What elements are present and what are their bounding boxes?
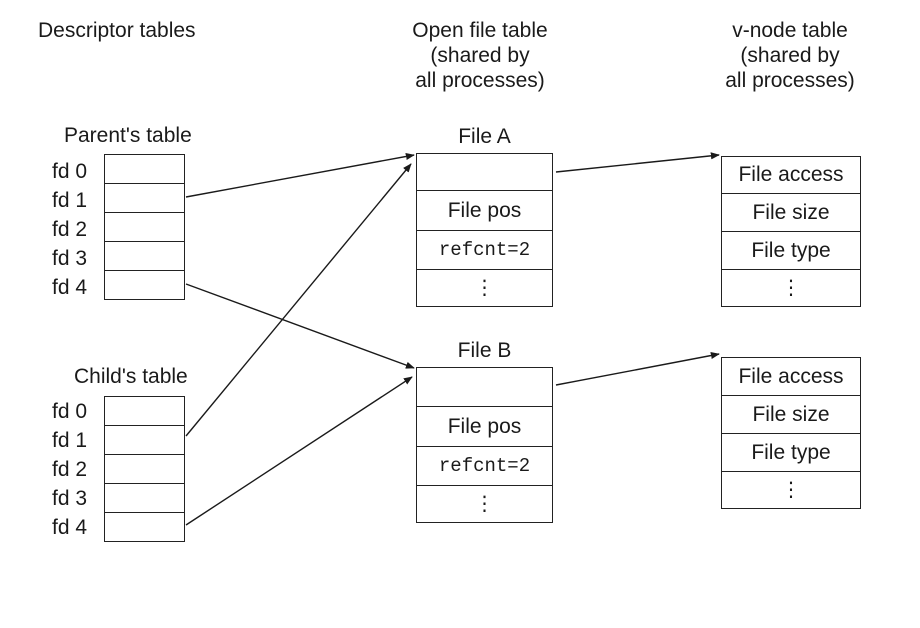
open-file-table-heading: Open file table (shared by all processes… [370,18,590,93]
vnode-b-access-label: File access [738,364,844,388]
vnode-heading-line-3: all processes) [725,69,855,92]
vnode-b-type-cell: File type [721,433,861,472]
vnode-a-type-cell: File type [721,231,861,270]
open-file-heading-line-3: all processes) [415,69,545,92]
file-b-ellipsis: ⋮ [474,493,495,515]
child-fd-1-label: fd 1 [52,429,88,452]
child-fd-0-label: fd 0 [52,400,88,423]
file-b-more-cell: ⋮ [416,485,553,523]
open-file-heading-line-1: Open file table [412,19,548,42]
vnode-heading-line-2: (shared by [740,44,840,67]
vnode-table-heading: v-node table (shared by all processes) [680,18,900,93]
vnode-b-size-label: File size [752,402,830,426]
parent-table-title: Parent's table [64,124,192,147]
arrow-file-a-to-vnode-a [555,152,720,173]
arrow-child-fd4-to-file-b [185,376,413,526]
file-a-more-cell: ⋮ [416,269,553,307]
file-b-refcnt-cell: refcnt=2 [416,446,553,486]
file-a-refcnt-cell: refcnt=2 [416,230,553,270]
file-b-refcnt-label: refcnt=2 [438,455,531,477]
vnode-a-size-cell: File size [721,193,861,232]
arrow-parent-fd1-to-file-a [185,152,415,198]
vnode-heading-line-1: v-node table [732,19,848,42]
parent-fd-4-entry [104,270,185,300]
vnode-b-access-cell: File access [721,357,861,396]
open-file-heading-line-2: (shared by [430,44,530,67]
vnode-a-access-label: File access [738,163,844,186]
vnode-a-more-cell: ⋮ [721,269,861,307]
file-b-title: File B [457,339,512,362]
file-a-pos-cell: File pos [416,190,553,231]
child-table-title: Child's table [74,365,188,388]
child-fd-2-entry [104,454,185,484]
vnode-b-type-label: File type [751,440,831,464]
file-a-title: File A [458,125,511,148]
vnode-b-size-cell: File size [721,395,861,434]
arrow-child-fd1-to-file-a [185,163,412,437]
arrow-parent-fd4-to-file-b [185,283,415,369]
vnode-b-ellipsis: ⋮ [781,479,801,501]
file-a-ellipsis: ⋮ [474,277,495,299]
parent-fd-2-label: fd 2 [52,218,88,241]
file-a-top-cell [416,153,553,191]
vnode-b-more-cell: ⋮ [721,471,861,509]
parent-fd-0-label: fd 0 [52,160,88,183]
parent-fd-2-entry [104,212,185,242]
child-fd-4-entry [104,512,185,542]
arrow-file-b-to-vnode-b [555,351,720,386]
child-fd-4-label: fd 4 [52,516,88,539]
parent-fd-1-entry [104,183,185,213]
parent-fd-3-entry [104,241,185,271]
child-fd-2-label: fd 2 [52,458,88,481]
vnode-a-type-label: File type [751,238,831,262]
vnode-a-ellipsis: ⋮ [781,277,801,299]
vnode-a-size-label: File size [752,200,830,224]
file-a-pos-label: File pos [447,198,522,222]
descriptor-tables-heading: Descriptor tables [38,19,196,42]
child-fd-3-label: fd 3 [52,487,88,510]
parent-fd-1-label: fd 1 [52,189,88,212]
parent-fd-4-label: fd 4 [52,276,88,299]
file-b-pos-label: File pos [447,414,522,438]
file-a-refcnt-label: refcnt=2 [438,239,531,261]
parent-fd-3-label: fd 3 [52,247,88,270]
child-fd-1-entry [104,425,185,455]
